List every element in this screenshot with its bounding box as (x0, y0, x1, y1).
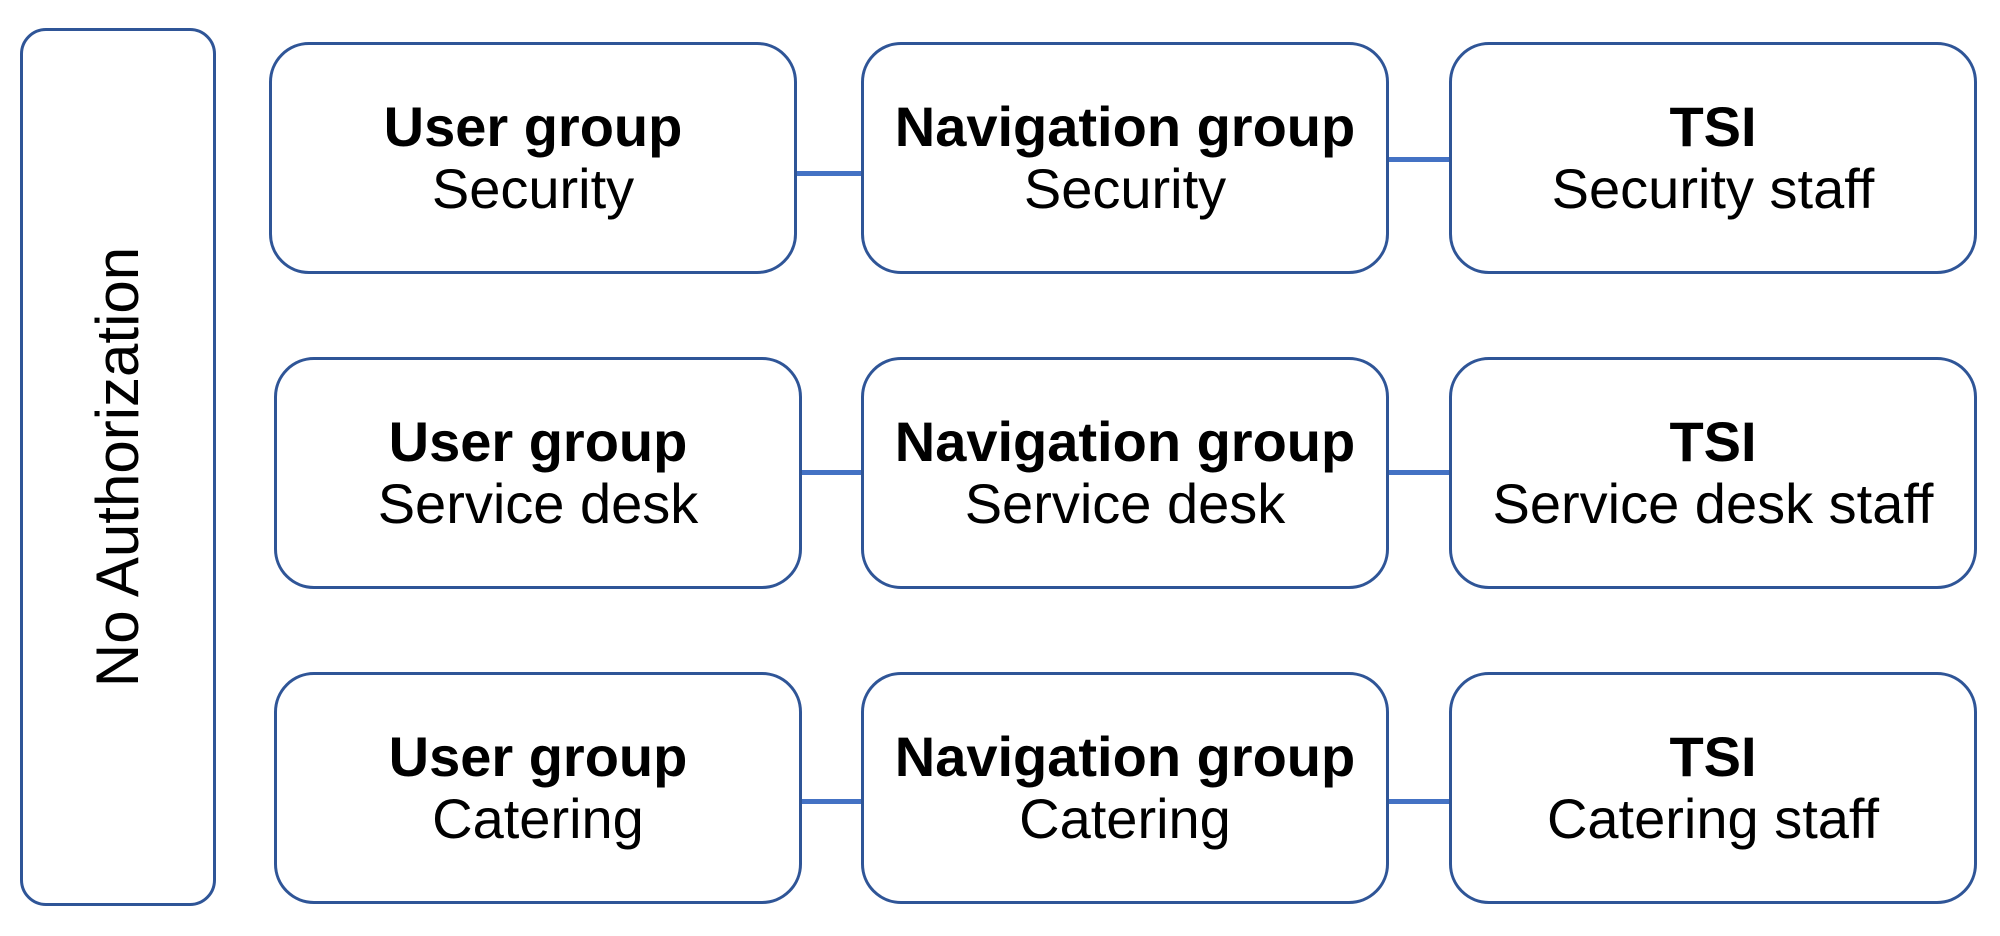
navigation-group-title: Navigation group (894, 725, 1356, 789)
tsi-service-desk-box: TSI Service desk staff (1449, 357, 1977, 589)
navigation-group-name: Service desk (964, 472, 1286, 535)
tsi-catering-box: TSI Catering staff (1449, 672, 1977, 904)
connector-user-nav-security (797, 171, 861, 176)
tsi-name: Security staff (1551, 157, 1875, 220)
navigation-group-service-desk-box: Navigation group Service desk (861, 357, 1389, 589)
connector-nav-tsi-service-desk (1389, 470, 1449, 475)
user-group-title: User group (388, 725, 688, 789)
navigation-group-title: Navigation group (894, 95, 1356, 159)
navigation-group-name: Catering (1019, 787, 1231, 850)
connector-user-nav-catering (802, 799, 861, 804)
user-group-security-box: User group Security (269, 42, 797, 274)
navigation-group-security-box: Navigation group Security (861, 42, 1389, 274)
user-group-name: Catering (432, 787, 644, 850)
tsi-name: Service desk staff (1492, 472, 1934, 535)
connector-nav-tsi-catering (1389, 799, 1449, 804)
no-authorization-box: No Authorization (20, 28, 216, 906)
user-group-name: Service desk (377, 472, 699, 535)
no-authorization-label: No Authorization (84, 246, 151, 688)
user-group-name: Security (431, 157, 635, 220)
connector-nav-tsi-security (1389, 157, 1449, 162)
tsi-name: Catering staff (1546, 787, 1880, 850)
user-group-title: User group (388, 410, 688, 474)
navigation-group-catering-box: Navigation group Catering (861, 672, 1389, 904)
navigation-group-title: Navigation group (894, 410, 1356, 474)
tsi-title: TSI (1669, 410, 1757, 474)
user-group-service-desk-box: User group Service desk (274, 357, 802, 589)
user-group-catering-box: User group Catering (274, 672, 802, 904)
tsi-security-box: TSI Security staff (1449, 42, 1977, 274)
navigation-group-name: Security (1023, 157, 1227, 220)
connector-user-nav-service-desk (802, 470, 861, 475)
tsi-title: TSI (1669, 725, 1757, 789)
tsi-title: TSI (1669, 95, 1757, 159)
user-group-title: User group (383, 95, 683, 159)
